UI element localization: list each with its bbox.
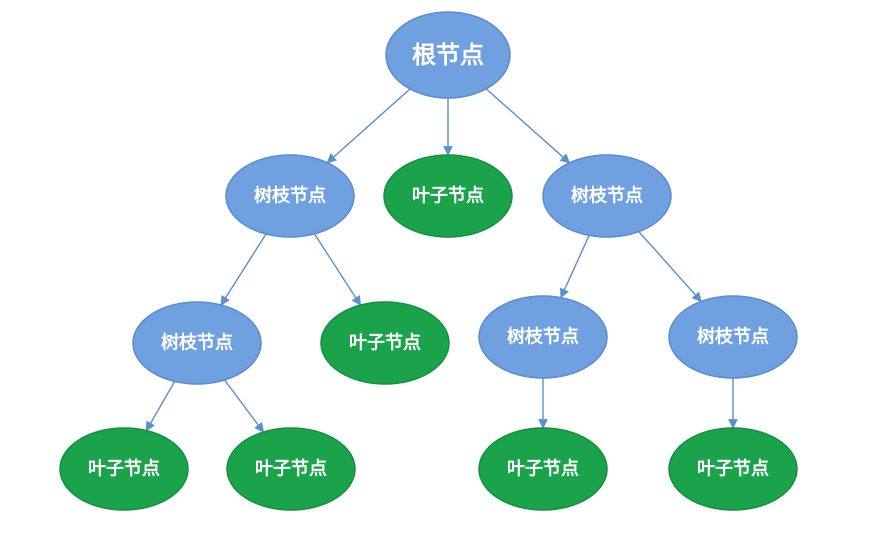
- leaf-node-l5: 叶子节点: [478, 427, 608, 511]
- branch-node-b1: 树枝节点: [225, 154, 355, 238]
- branch-node-shape: [542, 154, 672, 238]
- leaf-node-label: 叶子节点: [412, 185, 484, 207]
- root-node-shape: [385, 11, 511, 99]
- leaf-node-label: 叶子节点: [507, 458, 579, 480]
- leaf-node-shape: [59, 427, 189, 511]
- branch-node-label: 树枝节点: [507, 326, 579, 348]
- root-node-label: 根节点: [412, 41, 484, 69]
- leaf-node-label: 叶子节点: [88, 458, 160, 480]
- edge-root-b1: [326, 88, 411, 164]
- leaf-node-label: 叶子节点: [349, 332, 421, 354]
- branch-node-b5: 树枝节点: [668, 295, 798, 379]
- branch-node-label: 树枝节点: [254, 185, 326, 207]
- edge-b3-l3: [145, 381, 176, 432]
- edges-layer: [145, 88, 738, 433]
- branch-node-shape: [225, 154, 355, 238]
- root-node-root: 根节点: [385, 11, 511, 99]
- edge-b2-b4: [560, 235, 590, 299]
- branch-node-shape: [668, 295, 798, 379]
- branch-node-label: 树枝节点: [571, 185, 643, 207]
- leaf-node-l3: 叶子节点: [59, 427, 189, 511]
- leaf-node-shape: [478, 427, 608, 511]
- leaf-node-shape: [383, 154, 513, 238]
- edge-b2-b5: [638, 231, 702, 303]
- branch-node-b3: 树枝节点: [132, 301, 262, 385]
- leaf-node-l1: 叶子节点: [383, 154, 513, 238]
- leaf-node-l4: 叶子节点: [226, 427, 356, 511]
- edge-root-b2: [485, 88, 571, 164]
- leaf-node-shape: [226, 427, 356, 511]
- edge-b3-l4: [224, 379, 264, 433]
- branch-node-b4: 树枝节点: [478, 295, 608, 379]
- branch-node-shape: [132, 301, 262, 385]
- leaf-node-shape: [320, 301, 450, 385]
- edge-b1-b3: [220, 233, 267, 306]
- branch-node-label: 树枝节点: [161, 332, 233, 354]
- leaf-node-l2: 叶子节点: [320, 301, 450, 385]
- nodes-layer: 根节点树枝节点叶子节点树枝节点树枝节点叶子节点树枝节点树枝节点叶子节点叶子节点叶…: [59, 11, 798, 511]
- leaf-node-l6: 叶子节点: [668, 427, 798, 511]
- branch-node-label: 树枝节点: [697, 326, 769, 348]
- leaf-node-label: 叶子节点: [697, 458, 769, 480]
- leaf-node-shape: [668, 427, 798, 511]
- branch-node-shape: [478, 295, 608, 379]
- branch-node-b2: 树枝节点: [542, 154, 672, 238]
- edge-b1-l2: [313, 233, 362, 306]
- leaf-node-label: 叶子节点: [255, 458, 327, 480]
